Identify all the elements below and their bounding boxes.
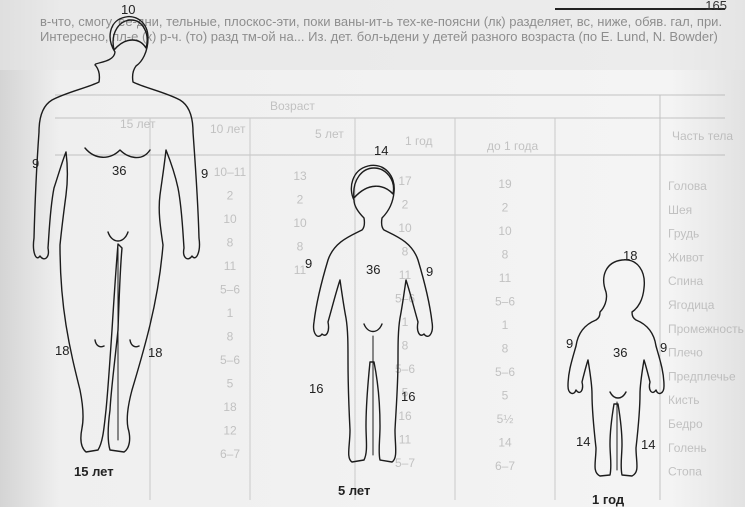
- ghost-cell: Предплечье: [668, 369, 736, 383]
- figure-1-head-value: 18: [623, 248, 637, 263]
- figure-5-right-arm-value: 9: [426, 264, 433, 279]
- ghost-cell: 16: [398, 409, 412, 423]
- figure-15-chest-line: [85, 148, 150, 158]
- ghost-cell: 18: [223, 400, 237, 414]
- ghost-cell: 11: [224, 259, 237, 273]
- ghost-cell: 5–6: [495, 295, 515, 309]
- ghost-cell: 6–7: [220, 447, 240, 461]
- ghost-cell: 10: [398, 221, 412, 235]
- figure-1-caption: 1 год: [592, 492, 625, 507]
- ghost-cell: 1: [502, 318, 509, 332]
- ghost-cell: 8: [227, 330, 234, 344]
- ghost-cell: 12: [223, 424, 237, 438]
- ghost-cell: Голова: [668, 179, 707, 193]
- figure-15-right-leg-value: 18: [148, 345, 162, 360]
- ghost-cell: 2: [297, 193, 304, 207]
- ghost-cell: Бедро: [668, 417, 703, 431]
- ghost-cell: 5–6: [495, 365, 515, 379]
- figure-15-groin: [108, 232, 128, 241]
- ghost-cell: 5: [502, 389, 509, 403]
- ghost-cell: Живот: [668, 250, 704, 264]
- figure-15-head-value: 10: [121, 2, 135, 17]
- ghost-cell: 8: [297, 240, 304, 254]
- ghost-header-1y: 1 год: [405, 134, 433, 148]
- figure-15-right-arm-value: 9: [201, 166, 208, 181]
- ghost-cell: 5½: [497, 412, 514, 426]
- ghost-header-until-1: до 1 года: [487, 139, 539, 153]
- ghost-cell: 8: [402, 339, 409, 353]
- ghost-cell: 5: [227, 377, 234, 391]
- ghost-cell: Шея: [668, 203, 692, 217]
- figure-1-left-leg-value: 14: [576, 434, 590, 449]
- ghost-cell: Плечо: [668, 346, 703, 360]
- ghost-cell: Стопа: [668, 465, 702, 479]
- ghost-header-15y: 15 лет: [120, 117, 156, 131]
- figure-15-caption: 15 лет: [74, 464, 114, 479]
- ghost-cell: 10: [223, 212, 237, 226]
- ghost-cell: 2: [502, 201, 509, 215]
- ghost-cell: 14: [498, 436, 512, 450]
- ghost-cell: 8: [227, 236, 234, 250]
- ghost-cell: Голень: [668, 441, 707, 455]
- ghost-row-labels: ГоловаШеяГрудьЖивотСпинаЯгодицаПромежнос…: [668, 179, 744, 479]
- figure-1-left-arm-value: 9: [566, 336, 573, 351]
- ghost-cell: 2: [402, 198, 409, 212]
- ghost-cell: 11: [399, 268, 412, 282]
- figure-15-trunk-value: 36: [112, 163, 126, 178]
- ghost-cell: 8: [402, 245, 409, 259]
- ghost-cell: Ягодица: [668, 298, 715, 312]
- figure-5-left-leg-value: 16: [309, 381, 323, 396]
- figure-5-years: [314, 165, 433, 462]
- figure-5-left-arm-value: 9: [305, 256, 312, 271]
- figure-15-left-arm-value: 9: [32, 156, 39, 171]
- ghost-header-body-part: Часть тела: [672, 129, 733, 143]
- ghost-column-10y: 10–112108115–6185–6518126–7: [214, 165, 247, 461]
- figure-1-right-arm-value: 9: [660, 340, 667, 355]
- ghost-cell: Спина: [668, 274, 703, 288]
- ghost-cell: 11: [399, 433, 412, 447]
- ghost-cell: 11: [499, 271, 512, 285]
- ghost-cell: 2: [227, 189, 234, 203]
- ghost-cell: 5–7: [395, 456, 415, 470]
- figure-5-trunk-value: 36: [366, 262, 380, 277]
- ghost-cell: 5–6: [220, 283, 240, 297]
- ghost-cell: 5–6: [220, 353, 240, 367]
- figure-1-right-leg-value: 14: [641, 437, 655, 452]
- figure-15-head-outline: [33, 17, 199, 452]
- ghost-cell: 13: [293, 169, 307, 183]
- ghost-cell: Кисть: [668, 393, 699, 407]
- ghost-cell: 10–11: [214, 165, 247, 179]
- ghost-column-until-1: 19 2 10 8 11 5–6 1 8 5–6 5 5½ 14 6–7: [495, 177, 515, 473]
- ghost-cell: 1: [227, 306, 234, 320]
- figure-5-groin: [364, 324, 382, 332]
- ghost-cell: 10: [498, 224, 512, 238]
- figure-5-right-leg-value: 16: [401, 389, 415, 404]
- ghost-cell: 8: [502, 342, 509, 356]
- ghost-cell: 19: [498, 177, 512, 191]
- ghost-cell: Промежность: [668, 322, 744, 336]
- ghost-cell: 6–7: [495, 459, 515, 473]
- figure-5-caption: 5 лет: [338, 483, 370, 498]
- figure-5-head-value: 14: [374, 143, 388, 158]
- ghost-header-5y: 5 лет: [315, 127, 344, 141]
- figure-15-years: [33, 17, 199, 452]
- ghost-cell: 1: [402, 315, 409, 329]
- figure-1-groin: [610, 392, 626, 398]
- figure-15-hair: [113, 20, 147, 50]
- figure-1-trunk-value: 36: [613, 345, 627, 360]
- ghost-cell: Грудь: [668, 227, 699, 241]
- ghost-cell: 8: [502, 248, 509, 262]
- ghost-header-age: Возраст: [270, 99, 315, 113]
- figure-5-hair: [354, 168, 394, 198]
- figure-15-left-leg-value: 18: [55, 343, 69, 358]
- ghost-cell: 17: [398, 174, 412, 188]
- ghost-cell: 10: [293, 216, 307, 230]
- ghost-header-10y: 10 лет: [210, 122, 246, 136]
